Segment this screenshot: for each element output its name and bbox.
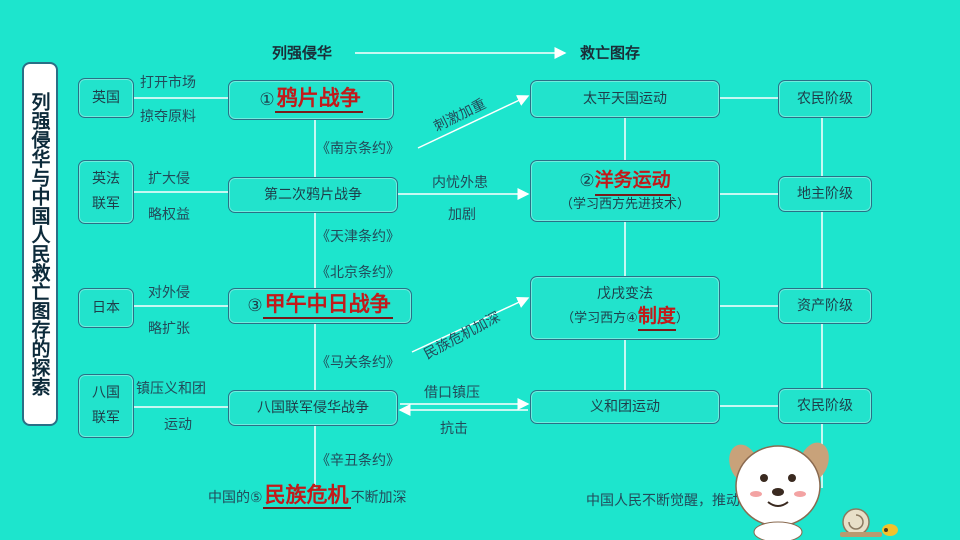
movement-label: 义和团运动 <box>590 398 660 415</box>
treaty-xinchou: 《辛丑条约》 <box>316 453 400 469</box>
treaty-shimonoseki: 《马关条约》 <box>316 355 400 371</box>
link-trouble-1: 内忧外患 <box>432 175 488 191</box>
purpose-1-line1: 打开市场 <box>140 75 196 91</box>
purpose-2-line2: 略权益 <box>148 207 190 223</box>
cartoon-dog-icon <box>729 442 829 540</box>
blank-number: ② <box>579 171 595 192</box>
movement-box-taiping: 太平天国运动 <box>530 80 720 118</box>
answer-text: 洋务运动 <box>594 168 671 197</box>
bottom-left-summary: 中国的⑤ 民族危机 不断加深 <box>208 483 407 510</box>
side-title: 列强侵华与中国人民救亡图存的探索 <box>22 62 58 426</box>
movement-sub-suffix: ） <box>675 310 689 326</box>
war-box-opium-war: ① 鸦片战争 <box>228 80 394 120</box>
class-box-peasant-2: 农民阶级 <box>778 388 872 424</box>
aggressor-box-anglo-french: 英法 联军 <box>78 160 134 224</box>
aggressor-label: 八国 <box>92 385 120 402</box>
war-box-second-opium-war: 第二次鸦片战争 <box>228 177 398 213</box>
class-label: 地主阶级 <box>797 185 853 202</box>
aggressor-box-eight-nations: 八国 联军 <box>78 374 134 438</box>
war-label: 八国联军侵华战争 <box>257 399 369 416</box>
movement-label: 戊戌变法 <box>597 285 653 302</box>
link-trouble-2: 加剧 <box>448 207 476 223</box>
answer-text: 甲午中日战争 <box>262 293 393 319</box>
aggressor-label-2: 联军 <box>92 196 120 212</box>
aggressor-label-2: 联军 <box>92 410 120 426</box>
class-box-bourgeoisie: 资产阶级 <box>778 288 872 324</box>
snail-icon <box>840 508 898 537</box>
class-box-peasant-1: 农民阶级 <box>778 80 872 118</box>
aggressor-label: 日本 <box>92 299 120 316</box>
class-label: 资产阶级 <box>797 297 853 314</box>
class-label: 农民阶级 <box>797 397 853 414</box>
treaty-tianjin: 《天津条约》 <box>316 229 400 245</box>
movement-sub-prefix: （学习西方④ <box>561 310 638 326</box>
link-borrow: 借口镇压 <box>424 385 480 401</box>
aggressor-label: 英国 <box>92 89 120 106</box>
purpose-3-line1: 对外侵 <box>148 285 190 301</box>
treaty-nanjing: 《南京条约》 <box>316 141 400 157</box>
aggressor-box-japan: 日本 <box>78 288 134 328</box>
movement-sub: （学习西方先进技术） <box>559 197 690 213</box>
link-resist: 抗击 <box>440 421 468 437</box>
war-box-sino-japanese-war: ③ 甲午中日战争 <box>228 288 412 324</box>
answer-text: 制度 <box>637 304 676 332</box>
answer-text: 鸦片战争 <box>274 87 363 113</box>
movement-label: 太平天国运动 <box>583 90 667 107</box>
aggressor-label: 英法 <box>92 171 120 188</box>
header-right: 救亡图存 <box>580 44 641 62</box>
header-left: 列强侵华 <box>272 44 333 62</box>
purpose-1-line2: 掠夺原料 <box>140 109 196 125</box>
class-box-landlord: 地主阶级 <box>778 176 872 212</box>
bottom-left-suffix: 不断加深 <box>350 490 407 506</box>
movement-box-reform: 戊戌变法 （学习西方④ 制度 ） <box>530 276 720 340</box>
bottom-left-prefix: 中国的⑤ <box>208 490 263 506</box>
answer-text: 民族危机 <box>262 483 351 510</box>
movement-box-self-strengthening: ② 洋务运动 （学习西方先进技术） <box>530 160 720 222</box>
blank-number: ③ <box>247 295 263 316</box>
purpose-4-line2: 运动 <box>164 417 192 433</box>
purpose-3-line2: 略扩张 <box>148 321 190 337</box>
class-label: 农民阶级 <box>797 90 853 107</box>
war-label: 第二次鸦片战争 <box>264 186 362 203</box>
aggressor-box-britain: 英国 <box>78 78 134 118</box>
purpose-2-line1: 扩大侵 <box>148 171 190 187</box>
blank-number: ① <box>259 89 275 110</box>
purpose-4-line1: 镇压义和团 <box>136 381 206 397</box>
treaty-beijing: 《北京条约》 <box>316 265 400 281</box>
war-box-eight-nation-invasion: 八国联军侵华战争 <box>228 390 398 426</box>
movement-box-boxer: 义和团运动 <box>530 390 720 424</box>
